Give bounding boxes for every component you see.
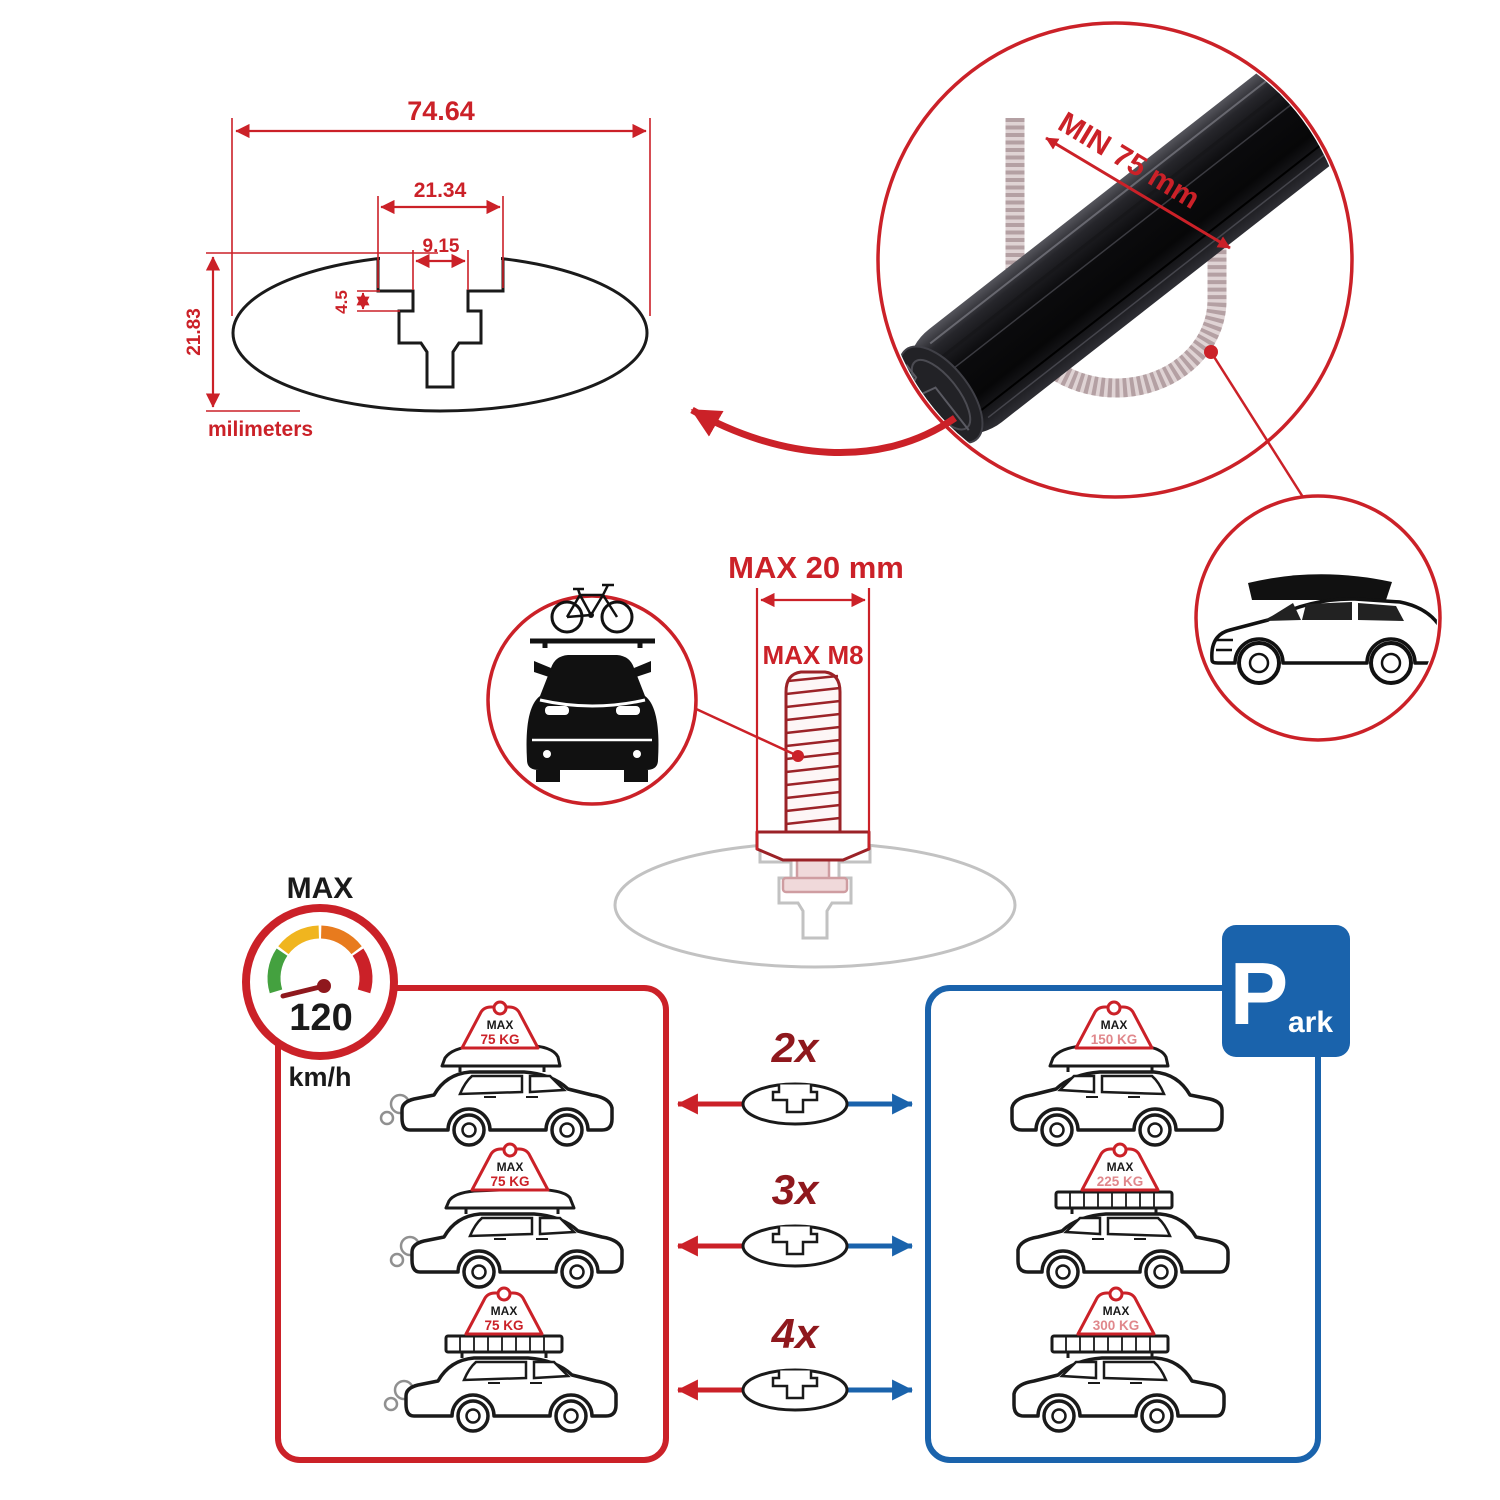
bolt-flange	[755, 830, 871, 862]
crossbar-profile-icon-row3	[741, 1368, 849, 1412]
leader-to-carfront	[693, 706, 799, 758]
suv-wheel-rear	[1369, 641, 1413, 685]
bolt-max-width-label: MAX 20 mm	[728, 550, 904, 585]
park-letter: P	[1230, 944, 1289, 1043]
driving-car-2: MAX 75 KG	[389, 1142, 624, 1289]
multiplier-2x: 2x	[771, 1024, 820, 1071]
tag-weight: 75 KG	[484, 1318, 523, 1333]
bolt-shaft-outline	[784, 670, 842, 832]
car-front-circle	[486, 583, 698, 806]
multiplier-4x: 4x	[771, 1310, 820, 1357]
suv-window-rear	[1358, 603, 1404, 621]
load-tag: MAX 75 KG	[470, 1142, 550, 1192]
multiplier-rows: 2x 3x 4x	[676, 1024, 914, 1412]
speed-max-label: MAX	[287, 872, 354, 905]
tag-weight: 225 KG	[1097, 1174, 1144, 1189]
suv-roofbox-circle	[1194, 494, 1442, 742]
roof-box	[1248, 574, 1392, 600]
bolt-ext-lines	[755, 588, 871, 850]
parked-car-1: MAX 150 KG	[1010, 1000, 1224, 1147]
load-comparison: P ark MAX 120 km/h 2x 3x	[242, 872, 1350, 1463]
tag-weight: 75 KG	[490, 1174, 529, 1189]
load-tag: MAX 300 KG	[1076, 1286, 1156, 1336]
tag-max: MAX	[1101, 1018, 1128, 1032]
bolt-max-thread-label: MAX M8	[762, 640, 863, 670]
gauge-needle	[280, 983, 327, 999]
t-slot-profile	[376, 260, 505, 389]
load-tag: MAX 225 KG	[1080, 1142, 1160, 1192]
parked-car-3: MAX 300 KG	[1012, 1286, 1226, 1433]
park-sign: P ark	[1222, 925, 1350, 1057]
load-tag: MAX 75 KG	[460, 1000, 540, 1050]
suv-wheel-front	[1237, 641, 1281, 685]
tag-max: MAX	[487, 1018, 514, 1032]
profile-dimension-diagram: 74.64 21.34 9.15 4.5 21.83 milimeters	[184, 96, 651, 441]
suv-windshield	[1264, 603, 1301, 621]
ext-21	[377, 196, 504, 288]
crossbar-profile-icon-row1	[741, 1082, 849, 1126]
speed-unit: km/h	[288, 1062, 351, 1092]
tag-weight: 300 KG	[1093, 1318, 1140, 1333]
bolt-head-ghost	[781, 876, 849, 894]
suv-hub-front	[1248, 652, 1270, 674]
suv-illustration	[1210, 574, 1437, 685]
suv-hub-rear	[1380, 652, 1402, 674]
tag-max: MAX	[497, 1160, 524, 1174]
tag-max: MAX	[1107, 1160, 1134, 1174]
load-tag: MAX 75 KG	[464, 1286, 544, 1336]
leader-to-suv	[1209, 351, 1310, 506]
dim-slot-depth: 4.5	[332, 290, 351, 314]
tag-max: MAX	[1103, 1304, 1130, 1318]
speedometer-gauge-icon	[267, 925, 373, 999]
speedometer: MAX 120 km/h	[242, 872, 398, 1092]
load-tag: MAX 150 KG	[1074, 1000, 1154, 1050]
reference-lines	[206, 252, 438, 412]
arrow-to-profile	[690, 406, 957, 457]
dim-slot-inner: 9.15	[423, 236, 460, 257]
tag-weight: 75 KG	[480, 1032, 519, 1047]
car-front-silhouette	[526, 655, 659, 782]
tag-max: MAX	[491, 1304, 518, 1318]
ext-45	[357, 290, 400, 312]
driving-car-1: MAX 75 KG	[379, 1000, 614, 1147]
min-length-arrow	[1045, 136, 1231, 250]
roof-bar-icon	[530, 638, 655, 648]
park-rest: ark	[1288, 1006, 1333, 1039]
speed-value: 120	[289, 997, 352, 1039]
driving-car-3: MAX 75 KG	[383, 1286, 618, 1433]
bike-icon	[550, 583, 634, 634]
multiplier-3x: 3x	[772, 1166, 820, 1213]
dim-overall-width: 74.64	[407, 96, 475, 126]
ext-9	[412, 250, 469, 290]
dim-overall-height: 21.83	[184, 308, 205, 356]
bolt-threads	[785, 674, 841, 826]
unit-label: milimeters	[208, 418, 313, 441]
suv-window-front	[1302, 602, 1352, 620]
tag-weight: 150 KG	[1091, 1032, 1138, 1047]
park-sign-panel	[1222, 925, 1350, 1057]
crossbar-profile-icon-row2	[741, 1224, 849, 1268]
tbolt-diagram: MAX 20 mm MAX M8	[613, 550, 1017, 969]
crossbar-closeup: MIN 75 mm	[690, 21, 1354, 506]
ext-74	[231, 118, 651, 316]
closeup-circle	[876, 21, 1354, 499]
bolt-shaft-fill	[786, 672, 840, 832]
dim-slot-outer: 21.34	[414, 179, 467, 202]
parked-car-2: MAX 225 KG	[1016, 1142, 1230, 1289]
suv-grille	[1215, 638, 1233, 652]
